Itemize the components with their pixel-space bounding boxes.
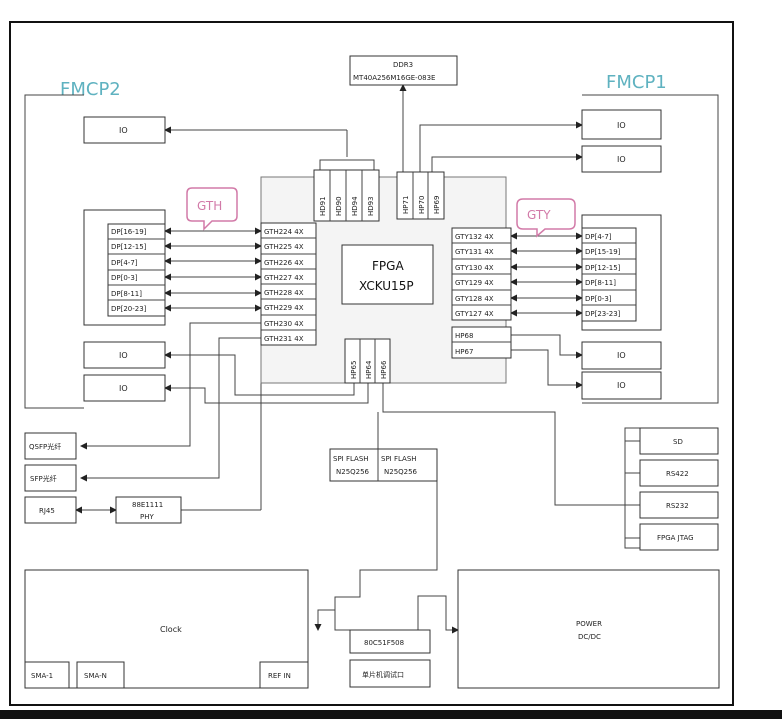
gty-links bbox=[510, 232, 583, 317]
left-peripherals: QSFP光纤 SFP光纤 RJ45 88E1111 PHY bbox=[24, 432, 182, 524]
gty-bank-4: GTY129 4X bbox=[455, 279, 494, 287]
fmcp2-title: FMCP2 bbox=[60, 79, 121, 100]
hd-bank-3: HD94 bbox=[351, 196, 359, 216]
sma1-label: SMA-1 bbox=[31, 672, 53, 680]
mcu-chip-label: 80C51F508 bbox=[364, 639, 404, 647]
gty-callout: GTY bbox=[516, 198, 576, 238]
fpga-label: FPGA bbox=[372, 259, 404, 273]
gth-bank-6: GTH229 4X bbox=[264, 304, 304, 312]
rs232-label: RS232 bbox=[666, 502, 689, 510]
spi-flash-pair: SPI FLASH N25Q256 SPI FLASH N25Q256 bbox=[329, 448, 438, 482]
sman-label: SMA-N bbox=[84, 672, 107, 680]
connection-lines bbox=[75, 84, 640, 634]
hp-right-banks: HP68 HP67 bbox=[451, 326, 512, 359]
gth-links bbox=[164, 227, 262, 312]
fmcp2-dp-2: DP[12-15] bbox=[111, 243, 147, 251]
gth-banks: GTH224 4X GTH225 4X GTH226 4X GTH227 4X … bbox=[260, 222, 317, 346]
gth-bank-1: GTH224 4X bbox=[264, 228, 304, 236]
fmcp1-dp-3: DP[12-15] bbox=[585, 264, 621, 272]
fmcp1-io-2: IO bbox=[617, 155, 626, 164]
fmcp1-title: FMCP1 bbox=[606, 72, 667, 93]
ddr3-line2: MT40A256M16GE-083E bbox=[353, 74, 435, 82]
fpga-part: XCKU15P bbox=[359, 279, 414, 293]
fmcp2-io-1: IO bbox=[119, 126, 128, 135]
hp-bottom-banks: HP65 HP64 HP66 bbox=[344, 338, 391, 384]
qsfp-label: QSFP光纤 bbox=[29, 442, 61, 451]
fmcp1-dp-6: DP[23-23] bbox=[585, 310, 621, 318]
clock-block: Clock SMA-1 SMA-N REF IN bbox=[24, 569, 309, 689]
fpga-jtag-label: FPGA JTAG bbox=[657, 534, 694, 542]
phy-line2: PHY bbox=[140, 513, 154, 521]
fmcp1-dp-2: DP[15-19] bbox=[585, 248, 621, 256]
clock-label: Clock bbox=[160, 625, 182, 634]
outer-frame bbox=[9, 21, 734, 706]
gty-bank-3: GTY130 4X bbox=[455, 264, 494, 272]
sd-label: SD bbox=[673, 438, 683, 446]
gth-bank-5: GTH228 4X bbox=[264, 289, 304, 297]
hd-bank-4: HD93 bbox=[367, 196, 375, 216]
fmcp2-io-3: IO bbox=[119, 384, 128, 393]
fmcp2-io-2: IO bbox=[119, 351, 128, 360]
fmcp1-io-4: IO bbox=[617, 381, 626, 390]
hp-right-2: HP67 bbox=[455, 348, 473, 356]
mcu-debug-label: 单片机调试口 bbox=[362, 670, 404, 679]
spi-flash-1-line1: SPI FLASH bbox=[333, 455, 369, 463]
gth-bank-7: GTH230 4X bbox=[264, 320, 304, 328]
fmcp1-dp-4: DP[8-11] bbox=[585, 279, 616, 287]
fmcp1-dp-list: DP[4-7] DP[15-19] DP[12-15] DP[8-11] DP[… bbox=[582, 233, 636, 318]
gth-bank-2: GTH225 4X bbox=[264, 243, 304, 251]
gth-callout: GTH bbox=[186, 187, 238, 231]
fmcp1-io-1: IO bbox=[617, 121, 626, 130]
power-line2: DC/DC bbox=[578, 633, 601, 641]
fmcp2-dp-4: DP[0-3] bbox=[111, 274, 138, 282]
gth-bank-3: GTH226 4X bbox=[264, 259, 304, 267]
spi-flash-2-line1: SPI FLASH bbox=[381, 455, 417, 463]
hd-bank-1: HD91 bbox=[319, 196, 327, 216]
rj45-label: RJ45 bbox=[39, 507, 55, 515]
gth-callout-label: GTH bbox=[197, 199, 222, 213]
gty-banks: GTY132 4X GTY131 4X GTY130 4X GTY129 4X … bbox=[451, 227, 512, 321]
hd-bank-2: HD90 bbox=[335, 196, 343, 216]
hp-top-banks: HP71 HP70 HP69 bbox=[396, 171, 445, 220]
fmcp2-dp-3: DP[4-7] bbox=[111, 259, 138, 267]
rs422-label: RS422 bbox=[666, 470, 689, 478]
hp-top-1: HP71 bbox=[402, 196, 410, 214]
hp-right-1: HP68 bbox=[455, 332, 473, 340]
bottom-shadow bbox=[0, 710, 782, 719]
fmcp2-dp-list: DP[16-19] DP[12-15] DP[4-7] DP[0-3] DP[8… bbox=[108, 228, 165, 313]
right-peripherals: SD RS422 RS232 FPGA JTAG bbox=[639, 427, 719, 551]
gty-bank-2: GTY131 4X bbox=[455, 248, 494, 256]
hp-bottom-3: HP66 bbox=[380, 360, 388, 379]
gty-bank-5: GTY128 4X bbox=[455, 295, 494, 303]
fmcp1-dp-5: DP[0-3] bbox=[585, 295, 612, 303]
spi-flash-2-line2: N25Q256 bbox=[384, 468, 418, 476]
hd-banks: HD91 HD90 HD94 HD93 bbox=[313, 169, 380, 222]
hp-bottom-2: HP64 bbox=[365, 360, 373, 379]
hp-top-3: HP69 bbox=[433, 196, 441, 214]
hp-top-2: HP70 bbox=[418, 196, 426, 214]
gty-callout-label: GTY bbox=[527, 208, 551, 222]
mcu-block: 80C51F508 单片机调试口 bbox=[349, 629, 431, 688]
refin-label: REF IN bbox=[268, 672, 291, 680]
spi-flash-1-line2: N25Q256 bbox=[336, 468, 370, 476]
fmcp2-dp-6: DP[20-23] bbox=[111, 305, 147, 313]
hp-bottom-1: HP65 bbox=[350, 361, 358, 379]
fmcp1-dp-1: DP[4-7] bbox=[585, 233, 612, 241]
fmcp1-io-3: IO bbox=[617, 351, 626, 360]
ddr3-chip: DDR3 MT40A256M16GE-083E bbox=[349, 55, 458, 86]
sfp-label: SFP光纤 bbox=[30, 474, 57, 483]
power-block: POWER DC/DC bbox=[457, 569, 720, 689]
fmcp2-dp-1: DP[16-19] bbox=[111, 228, 147, 236]
gty-bank-6: GTY127 4X bbox=[455, 310, 494, 318]
phy-line1: 88E1111 bbox=[132, 501, 163, 509]
gth-bank-8: GTH231 4X bbox=[264, 335, 304, 343]
fmcp2-dp-5: DP[8-11] bbox=[111, 290, 142, 298]
ddr3-line1: DDR3 bbox=[393, 61, 413, 69]
gty-bank-1: GTY132 4X bbox=[455, 233, 494, 241]
gth-bank-4: GTH227 4X bbox=[264, 274, 304, 282]
power-line1: POWER bbox=[576, 620, 602, 628]
